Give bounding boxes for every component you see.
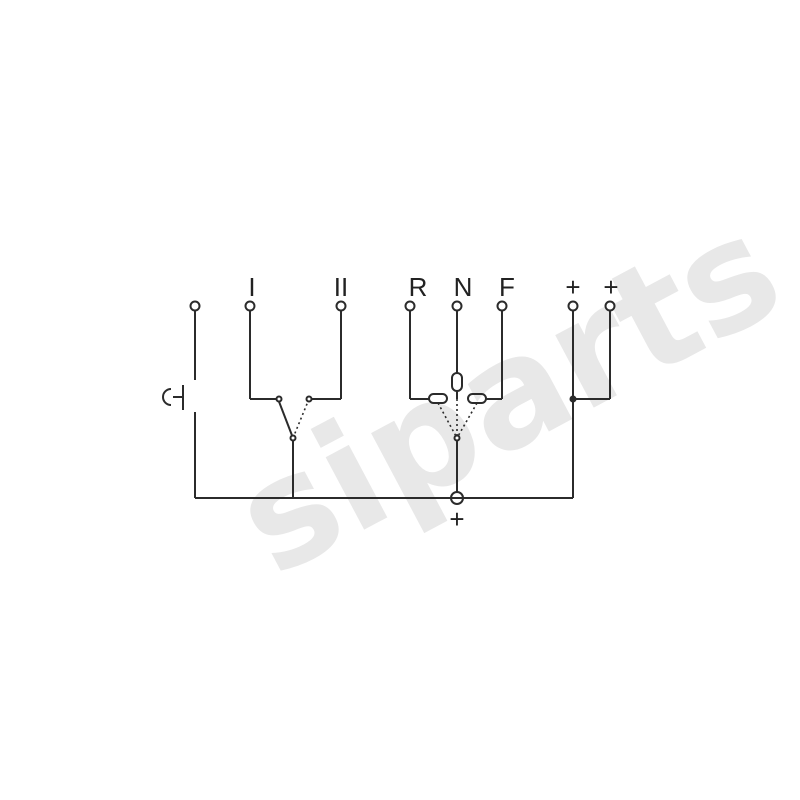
switch-pivot-rnf	[453, 434, 461, 442]
junction-dot	[569, 395, 577, 403]
contact-1	[275, 395, 283, 403]
label-ground: +	[449, 504, 464, 534]
watermark-text: siparts	[209, 181, 800, 609]
terminal-plus-a	[567, 300, 579, 312]
terminal-push	[189, 300, 201, 312]
selector-switch-r-n-f	[409, 310, 503, 492]
terminal-2	[335, 300, 347, 312]
label-term-f: F	[499, 272, 515, 302]
terminals	[189, 300, 616, 442]
terminal-n	[451, 300, 463, 312]
label-term-plus-b: +	[603, 272, 618, 302]
selector-switch-i-ii	[249, 310, 342, 498]
push-button-switch	[162, 310, 196, 498]
contact-2	[305, 395, 313, 403]
terminal-f	[496, 300, 508, 312]
watermark: siparts	[209, 181, 800, 609]
label-term-r: R	[409, 272, 428, 302]
switch-pivot	[289, 434, 297, 442]
terminal-r	[404, 300, 416, 312]
label-term-1: I	[248, 272, 255, 302]
ground-terminal	[450, 491, 464, 505]
terminal-1	[244, 300, 256, 312]
terminal-plus-b	[604, 300, 616, 312]
label-term-2: II	[334, 272, 348, 302]
label-term-plus-a: +	[565, 272, 580, 302]
label-term-n: N	[454, 272, 473, 302]
plus-branch	[569, 310, 611, 498]
